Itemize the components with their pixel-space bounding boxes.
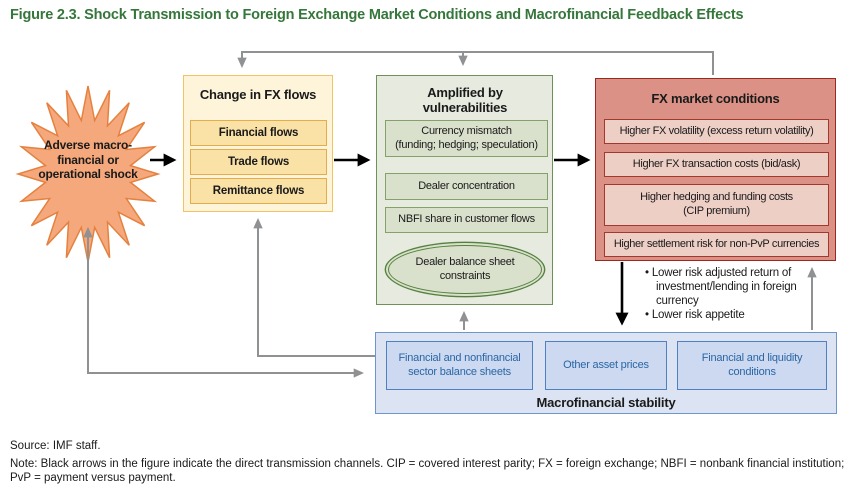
shock-label-line1: Adverse macro- (44, 138, 132, 152)
shock-label-line2: financial or (57, 152, 119, 167)
vulnerabilities-item-dealer-concentration: Dealer concentration (385, 173, 548, 200)
vulnerabilities-item-nbfi-share: NBFI share in customer flows (385, 207, 548, 233)
currency-mismatch-line2: (funding; hedging; speculation) (395, 138, 538, 151)
note-text: Note: Black arrows in the figure indicat… (10, 458, 845, 485)
feedback-macrostability-shock-bidirectional (83, 226, 365, 378)
vulnerabilities-item-currency-mismatch: Currency mismatch (funding; hedging; spe… (385, 120, 548, 157)
shock-label-line3: operational shock (38, 167, 138, 182)
feedback-fxmarket-top-to-fxflows (237, 51, 714, 75)
dealer-balance-sheet-ellipse: Dealer balance sheet constraints (388, 245, 542, 294)
macro-item-other-asset-prices: Other asset prices (545, 341, 667, 390)
hedging-funding-line1: Higher hedging and funding costs (640, 191, 793, 204)
fx-market-title: FX market conditions (651, 91, 780, 106)
fx-flows-item-financial: Financial flows (190, 120, 327, 146)
macro-item-financial-liquidity: Financial and liquidity conditions (677, 341, 827, 390)
fx-flows-box: Change in FX flows Financial flows Trade… (183, 75, 333, 212)
fx-market-item-hedging-funding: Higher hedging and funding costs (CIP pr… (604, 184, 829, 226)
fx-flows-title: Change in FX flows (199, 87, 317, 102)
bullet-lower-risk-appetite: • Lower risk appetite (645, 309, 745, 322)
figure-title: Figure 2.3. Shock Transmission to Foreig… (10, 7, 744, 23)
fx-market-item-transaction-costs: Higher FX transaction costs (bid/ask) (604, 152, 829, 177)
fx-flows-item-remittance: Remittance flows (190, 178, 327, 204)
fx-market-item-settlement-risk: Higher settlement risk for non-PvP curre… (604, 232, 829, 257)
fx-market-consequence-bullets: • Lower risk adjusted return of investme… (645, 266, 817, 322)
macro-item-balance-sheets: Financial and nonfinancial sector balanc… (386, 341, 533, 390)
fx-flows-item-trade: Trade flows (190, 149, 327, 175)
hedging-funding-line2: (CIP premium) (683, 205, 750, 217)
source-text: Source: IMF staff. (10, 440, 101, 452)
shock-label: Adverse macro- financial or operational … (28, 138, 148, 182)
fx-market-item-volatility: Higher FX volatility (excess return vola… (604, 119, 829, 144)
fx-market-box: FX market conditions Higher FX volatilit… (595, 78, 836, 261)
vulnerabilities-title: Amplified by vulnerabilities (422, 85, 508, 116)
bullet-lower-risk-adjusted-return: • Lower risk adjusted return of investme… (645, 267, 797, 308)
feedback-macrostability-to-fxflows (253, 217, 375, 357)
currency-mismatch-line1: Currency mismatch (421, 124, 512, 137)
macro-stability-title: Macrofinancial stability (536, 395, 676, 410)
